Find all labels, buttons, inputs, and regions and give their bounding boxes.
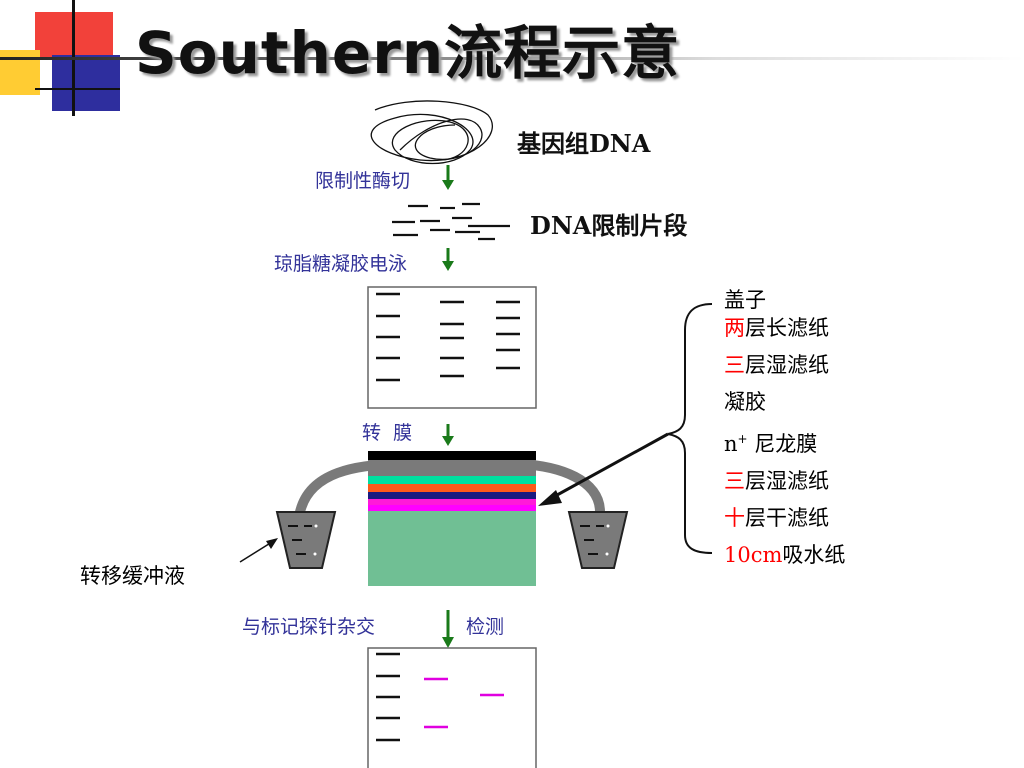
transfer-label: 转 膜 bbox=[362, 422, 413, 444]
blue-block bbox=[52, 55, 120, 111]
restriction-digest-label: 限制性酶切 bbox=[315, 170, 411, 192]
genomic-dna-coil bbox=[370, 100, 493, 165]
hybridized-membrane bbox=[367, 647, 537, 768]
layer-dry-filter: 十层干滤纸 bbox=[724, 506, 829, 530]
transfer-apparatus bbox=[275, 451, 629, 586]
transfer-buffer-label: 转移缓冲液 bbox=[80, 564, 185, 588]
buffer-pointer bbox=[239, 538, 278, 563]
dna-fragments-label: DNA限制片段 bbox=[530, 211, 688, 240]
layer-brace bbox=[667, 303, 713, 554]
layer-wet-filter-top: 三层湿滤纸 bbox=[724, 353, 829, 377]
layer-nylon-membrane: n+ 尼龙膜 bbox=[724, 432, 818, 456]
layer-lid: 盖子 bbox=[724, 288, 766, 312]
horizontal-rule-2 bbox=[35, 88, 120, 90]
corner-decoration bbox=[0, 0, 1024, 120]
layer-long-filter: 两层长滤纸 bbox=[724, 316, 829, 340]
dna-fragments bbox=[392, 202, 510, 241]
stack-pointer-arrow bbox=[538, 432, 669, 506]
horizontal-rule bbox=[0, 57, 1024, 60]
electrophoresis-label: 琼脂糖凝胶电泳 bbox=[274, 253, 408, 275]
detect-label: 检测 bbox=[466, 616, 505, 638]
flow-arrows bbox=[442, 165, 454, 648]
layer-gel: 凝胶 bbox=[724, 390, 766, 414]
layer-wet-filter-bottom: 三层湿滤纸 bbox=[724, 469, 829, 493]
genomic-dna-label: 基因组DNA bbox=[517, 129, 651, 158]
electrophoresis-gel bbox=[367, 286, 537, 409]
page-title: Southern流程示意 bbox=[135, 19, 681, 87]
layer-absorbent-paper: 10cm吸水纸 bbox=[724, 543, 846, 567]
hybridize-label: 与标记探针杂交 bbox=[242, 616, 376, 638]
stack-layer-list: 盖子 两层长滤纸 三层湿滤纸 凝胶 n+ 尼龙膜 三层湿滤纸 十层干滤纸 10c… bbox=[724, 287, 845, 568]
